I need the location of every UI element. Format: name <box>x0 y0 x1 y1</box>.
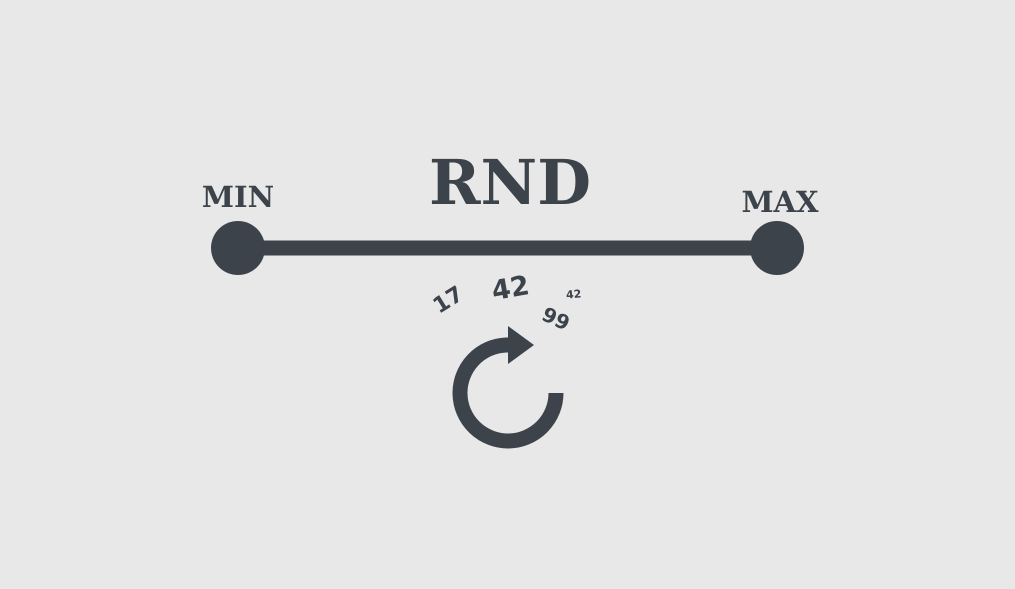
min-label: MIN <box>202 180 274 214</box>
refresh-icon[interactable] <box>452 326 564 449</box>
random-number: 99 <box>538 302 573 336</box>
max-handle[interactable] <box>750 221 804 275</box>
min-handle[interactable] <box>211 221 265 275</box>
random-number: 42 <box>566 287 582 301</box>
max-label: MAX <box>741 185 819 219</box>
random-number: 42 <box>489 270 531 307</box>
range-slider[interactable] <box>211 221 804 275</box>
random-number: 17 <box>429 282 468 319</box>
title: RND <box>429 146 591 219</box>
